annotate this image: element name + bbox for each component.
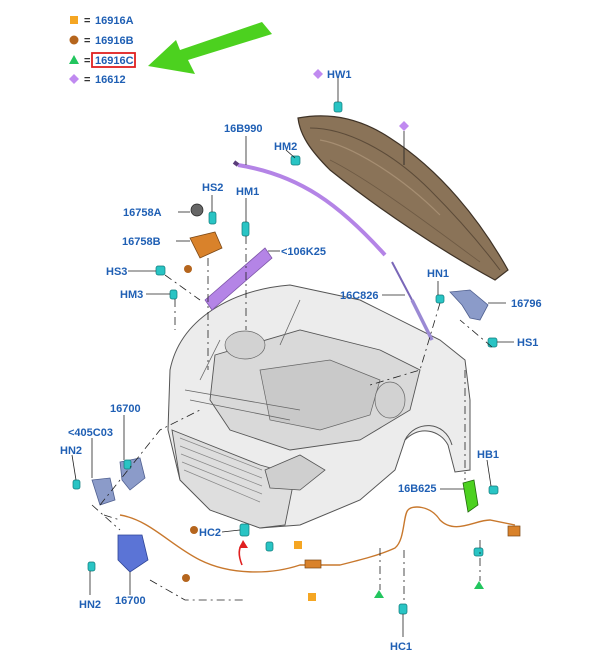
legend-label-16916b: 16916B [95, 35, 134, 47]
label-hc2: HC2 [199, 527, 221, 539]
svg-text:=: = [84, 55, 90, 67]
label-106k25: <106K25 [281, 246, 326, 258]
label-hn1: HN1 [427, 268, 449, 280]
hood-latch-lower [117, 534, 149, 573]
square-icon [70, 16, 78, 24]
triangle-icon [374, 590, 384, 598]
triangle-icon [474, 581, 484, 589]
hood-strut [391, 261, 413, 301]
hood-hinge [449, 289, 489, 321]
label-hm1: HM1 [236, 186, 259, 198]
label-hs1: HS1 [517, 337, 538, 349]
label-hb1: HB1 [477, 449, 499, 461]
label-hw1: HW1 [327, 69, 351, 81]
label-hm3: HM3 [120, 289, 143, 301]
highlight-box [91, 52, 136, 68]
circle-icon [184, 265, 192, 273]
label-405c03: <405C03 [68, 427, 113, 439]
label-16758a: 16758A [123, 207, 162, 219]
label-hc1: HC1 [390, 641, 412, 653]
svg-text:=: = [84, 35, 90, 47]
circle-icon [69, 35, 79, 45]
svg-text:=: = [84, 74, 90, 86]
label-16758b: 16758B [122, 236, 161, 248]
triangle-icon [69, 55, 79, 64]
hood-seal-strip [237, 163, 387, 257]
label-16796: 16796 [511, 298, 542, 310]
diagram-markers [182, 69, 484, 601]
square-icon [308, 593, 316, 601]
fasteners [72, 101, 499, 615]
green-arrow-icon [148, 22, 272, 74]
label-hs3: HS3 [106, 266, 127, 278]
label-16700-bottom: 16700 [115, 595, 146, 607]
part-labels: HW1 16B990 HM2 HS2 HM1 16758A 16758B <10… [60, 69, 542, 653]
label-hn2-top: HN2 [60, 445, 82, 457]
bracket-16758b [189, 231, 223, 259]
release-handle [462, 479, 479, 513]
diamond-icon [313, 69, 323, 79]
legend-label-16916a: 16916A [95, 15, 134, 27]
label-16b625: 16B625 [398, 483, 437, 495]
legend: = 16916A = 16916B = 16916C = 16612 [69, 15, 136, 86]
latch-bracket [91, 477, 116, 506]
label-hs2: HS2 [202, 182, 223, 194]
label-hm2: HM2 [274, 141, 297, 153]
circle-icon [182, 574, 190, 582]
svg-text:=: = [84, 15, 90, 27]
diamond-icon [399, 121, 409, 131]
insulator-strip [204, 247, 273, 311]
release-cable [119, 506, 516, 573]
label-hn2-bottom: HN2 [79, 599, 101, 611]
clip-16758a [190, 203, 204, 217]
square-icon [294, 541, 302, 549]
legend-label-16612: 16612 [95, 74, 126, 86]
hood-panel [297, 115, 509, 281]
diamond-icon [69, 74, 79, 84]
label-16700-top: 16700 [110, 403, 141, 415]
circle-icon [190, 526, 198, 534]
label-16b990: 16B990 [224, 123, 263, 135]
label-16c826: 16C826 [340, 290, 379, 302]
car-front-body [167, 284, 471, 529]
legend-label-16916c: 16916C [95, 55, 134, 67]
